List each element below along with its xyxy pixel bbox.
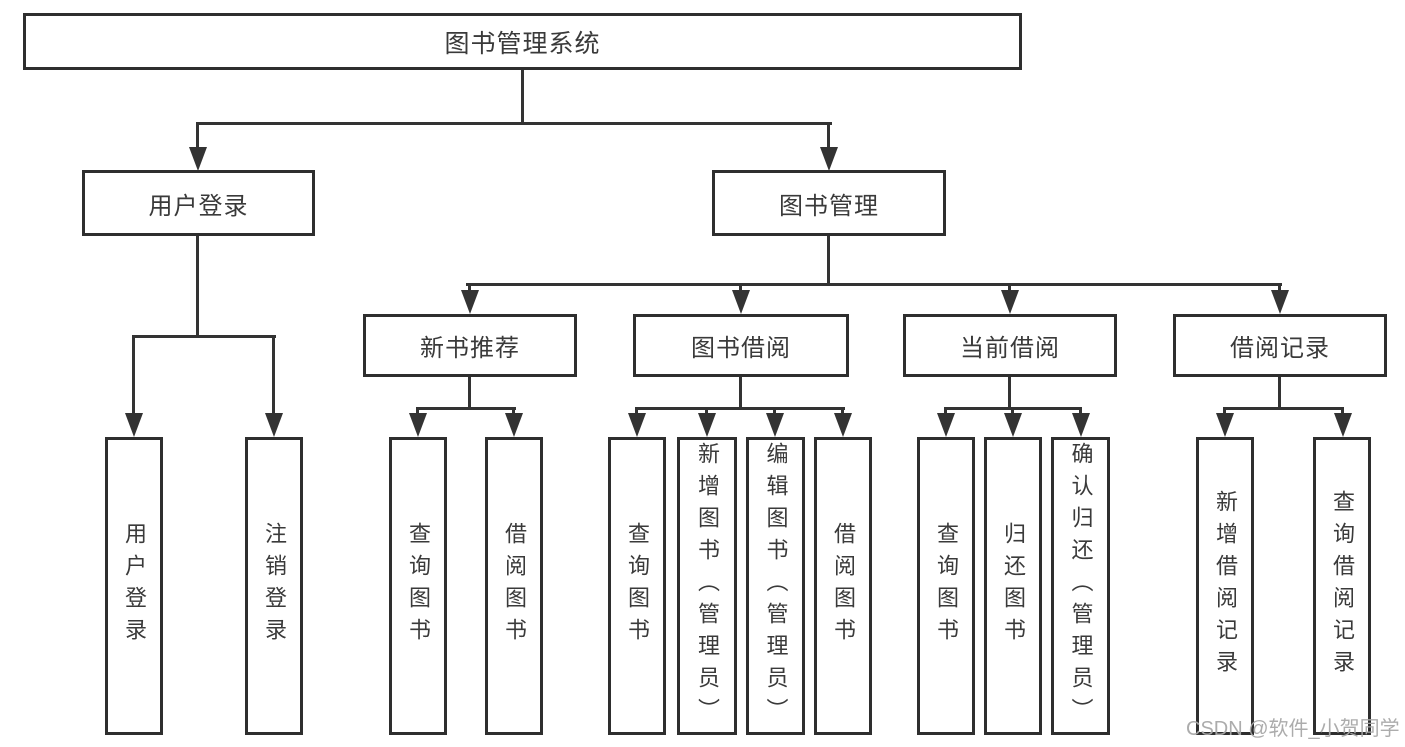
connector-feed: [1008, 377, 1011, 410]
connector-stem: [1008, 283, 1011, 292]
connector-stem: [635, 407, 638, 416]
leaf-add-books-admin: 新增图书（管理员）: [677, 437, 737, 735]
leaf-query-books: 查询图书: [389, 437, 447, 735]
connector-l3-bus: [466, 283, 1282, 286]
leaf-confirm-return-admin: 确认归还（管理员）: [1051, 437, 1110, 735]
arrow-down-icon: [1004, 413, 1022, 437]
leaf-query-borrow-record: 查询借阅记录: [1313, 437, 1371, 735]
connector-l2-stem-right: [827, 122, 830, 150]
arrow-down-icon: [1216, 413, 1234, 437]
leaf-user-login: 用户登录: [105, 437, 163, 735]
arrow-down-icon: [834, 413, 852, 437]
connector-stem: [1278, 283, 1281, 292]
leaf-borrow-books: 借阅图书: [814, 437, 872, 735]
node-label: 图书借阅: [691, 335, 791, 362]
arrow-down-icon: [698, 413, 716, 437]
leaf-query-books: 查询图书: [608, 437, 666, 735]
connector-stem: [468, 283, 471, 292]
connector-stem: [512, 407, 515, 416]
leaf-add-borrow-record: 新增借阅记录: [1196, 437, 1254, 735]
node-book-management: 图书管理: [712, 170, 946, 236]
connector-stem: [841, 407, 844, 416]
node-label: 新增图书（管理员）: [695, 442, 720, 730]
connector-l2-bus: [196, 122, 832, 125]
node-label: 注销登录: [262, 522, 287, 650]
arrow-down-icon: [1001, 290, 1019, 314]
arrow-down-icon: [1072, 413, 1090, 437]
connector-stem: [739, 283, 742, 292]
connector-l2-stem-left: [196, 122, 199, 150]
node-label: 用户登录: [148, 192, 249, 220]
arrow-down-icon: [125, 413, 143, 437]
arrow-down-icon: [937, 413, 955, 437]
connector-stem: [1223, 407, 1226, 416]
arrow-down-icon: [732, 290, 750, 314]
connector-leaf-bus: [416, 407, 516, 410]
csdn-watermark: CSDN @软件_小贺同学: [1186, 718, 1400, 740]
leaf-edit-books-admin: 编辑图书（管理员）: [746, 437, 805, 735]
connector-stem: [1341, 407, 1344, 416]
connector-stem: [132, 335, 135, 415]
node-label: 借阅记录: [1230, 335, 1330, 362]
node-label: 借阅图书: [831, 522, 856, 650]
arrow-down-icon: [265, 413, 283, 437]
node-borrowing-records: 借阅记录: [1173, 314, 1387, 377]
arrow-down-icon: [820, 147, 838, 171]
leaf-logout: 注销登录: [245, 437, 303, 735]
arrow-down-icon: [409, 413, 427, 437]
connector-stem: [1079, 407, 1082, 416]
leaf-query-books: 查询图书: [917, 437, 975, 735]
connector-leaf-bus: [635, 407, 845, 410]
arrow-down-icon: [1334, 413, 1352, 437]
node-user-login: 用户登录: [82, 170, 315, 236]
node-label: 新增借阅记录: [1213, 490, 1238, 682]
connector-stem: [272, 335, 275, 415]
node-new-book-recommend: 新书推荐: [363, 314, 577, 377]
arrow-down-icon: [461, 290, 479, 314]
node-label: 图书管理系统: [444, 29, 601, 58]
node-label: 用户登录: [122, 522, 147, 650]
connector-feed: [468, 377, 471, 410]
arrow-down-icon: [766, 413, 784, 437]
node-label: 查询图书: [934, 522, 959, 650]
node-label: 新书推荐: [420, 335, 520, 362]
connector-feed: [1278, 377, 1281, 410]
node-label: 编辑图书（管理员）: [763, 442, 789, 730]
node-label: 查询图书: [625, 522, 650, 650]
connector-book-mgmt-feed: [827, 236, 830, 285]
connector-stem: [416, 407, 419, 416]
arrow-down-icon: [628, 413, 646, 437]
node-label: 查询借阅记录: [1330, 490, 1355, 682]
connector-stem: [944, 407, 947, 416]
node-label: 当前借阅: [960, 335, 1060, 362]
leaf-borrow-books: 借阅图书: [485, 437, 543, 735]
node-label: 查询图书: [406, 522, 431, 650]
node-current-borrowing: 当前借阅: [903, 314, 1117, 377]
connector-leaf-bus: [1223, 407, 1344, 410]
node-book-borrowing: 图书借阅: [633, 314, 849, 377]
arrow-down-icon: [189, 147, 207, 171]
connector-user-login-bus: [132, 335, 276, 338]
node-label: 确认归还（管理员）: [1068, 442, 1094, 730]
node-label: 图书管理: [779, 192, 879, 220]
node-library-management-system: 图书管理系统: [23, 13, 1022, 70]
arrow-down-icon: [1271, 290, 1289, 314]
node-label: 借阅图书: [502, 522, 527, 650]
connector-user-login-feed: [196, 236, 199, 337]
leaf-return-books: 归还图书: [984, 437, 1042, 735]
arrow-down-icon: [505, 413, 523, 437]
connector-stem: [773, 407, 776, 416]
node-label: 归还图书: [1001, 522, 1026, 650]
connector-stem: [1011, 407, 1014, 416]
connector-root-feed: [521, 70, 524, 124]
connector-stem: [705, 407, 708, 416]
connector-feed: [739, 377, 742, 410]
